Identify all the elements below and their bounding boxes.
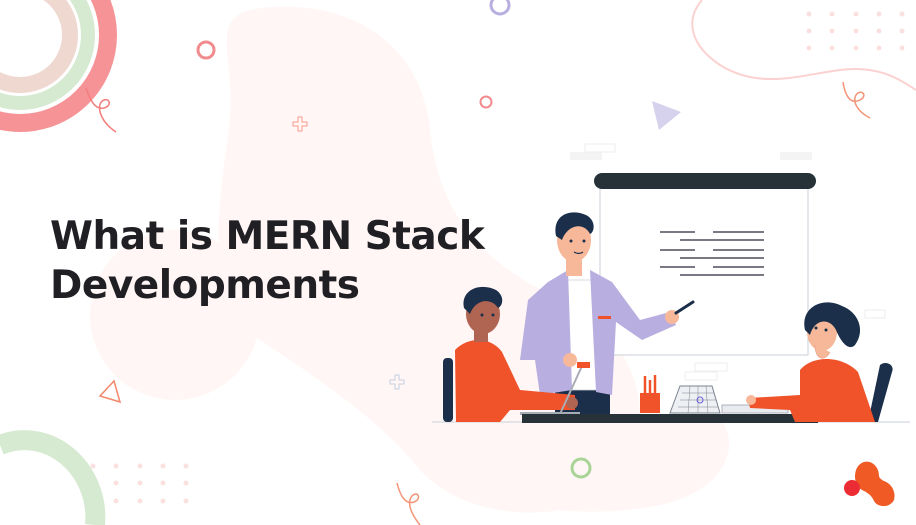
ring-pink-1 — [196, 40, 216, 60]
blush-blob-large — [218, 6, 640, 513]
desk — [522, 414, 818, 423]
ring-green — [570, 457, 592, 479]
pencil-cup — [640, 375, 660, 413]
blush-blob-left — [90, 230, 260, 400]
title-line-1: What is MERN Stack — [50, 214, 485, 259]
blush-blob-bottom — [420, 420, 730, 512]
desk-calendar — [669, 385, 721, 414]
dot-grid-top-right — [806, 11, 905, 51]
ring-pink-2 — [479, 95, 493, 109]
presenter-man — [520, 212, 695, 415]
seated-woman — [746, 302, 893, 422]
brand-logo-mark — [844, 461, 895, 507]
wavy-line-top-right — [691, 0, 916, 91]
title-line-2: Developments — [50, 263, 360, 308]
faint-bricks — [570, 143, 886, 381]
triangle-lavender — [652, 101, 681, 130]
plus-outline-2 — [389, 374, 405, 390]
squiggle-bottom — [396, 482, 421, 525]
triangle-outline-orange — [98, 379, 122, 404]
squiggle-top-left — [85, 87, 117, 133]
ring-lavender — [489, 0, 511, 16]
plus-outline-1 — [292, 116, 308, 132]
seated-man — [443, 286, 590, 422]
squiggle-top-right — [842, 81, 871, 119]
page-title: What is MERN Stack Developments — [50, 212, 485, 310]
green-arc-bottom-left — [0, 430, 106, 525]
